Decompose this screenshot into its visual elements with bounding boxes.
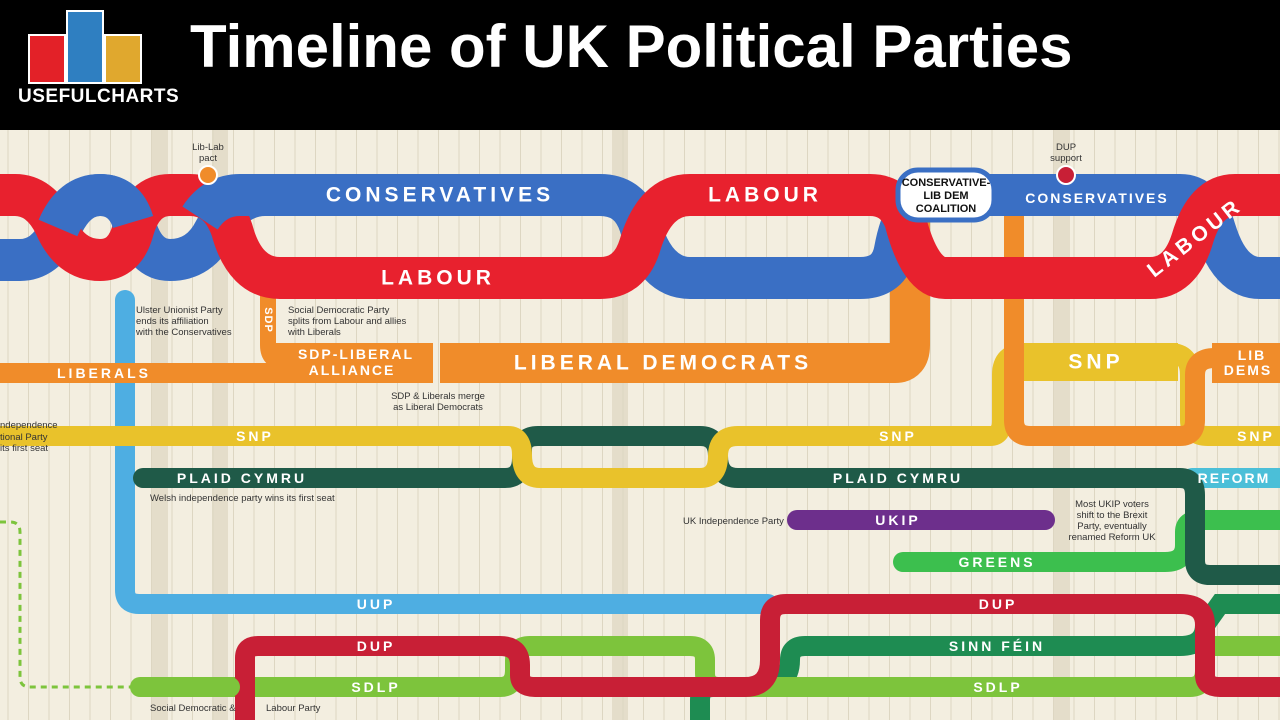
snp-seat-note-3: its first seat [0,443,48,454]
dup-support-note-2: support [1050,153,1082,164]
coalition-label-line3: COALITION [916,203,977,215]
snp-label-1: SNP [236,428,274,444]
reform-note-4: renamed Reform UK [1068,532,1156,543]
ukip-note: UK Independence Party [683,516,784,527]
lib-dems-short-label-1: LIB [1238,347,1267,363]
lib-dems-label: LIBERAL DEMOCRATS [514,352,812,375]
logo-text: USEFULCHARTS [18,86,180,107]
dup-line [235,594,1280,720]
lib-lab-pact-note-1: Lib-Lab [192,142,224,153]
logo-red-bar [28,34,66,84]
sdlp-label-1: SDLP [351,679,400,695]
reform-label: REFORM [1198,470,1271,486]
ulster-note-2: ends its affiliation [136,316,209,327]
grid-shade-1 [212,130,228,720]
party-timeline-diagram: CONSERVATIVE- LIB DEM COALITION CONSERVA… [0,130,1280,720]
plaid-cymru-label-2: PLAID CYMRU [833,470,963,486]
conservative-overlap-b [182,174,300,231]
uup-line [115,290,778,614]
plaid-cymru-label-1: PLAID CYMRU [177,470,307,486]
snp-seat-note-1: ndependence [0,420,58,431]
welsh-note: Welsh independence party wins its first … [150,493,335,504]
dup-label-1: DUP [357,638,396,654]
snp-label-2: SNP [879,428,917,444]
labour-band [0,174,1280,299]
conservatives-label-1: CONSERVATIVES [326,184,554,207]
dup-support-dot [1056,165,1076,185]
conservative-overlap-a [38,173,154,238]
lib-dems-to-snp-line [1004,210,1280,446]
sdlp-note-2: Labour Party [266,703,321,714]
page-title: Timeline of UK Political Parties [190,13,1073,80]
reform-note-2: shift to the Brexit [1077,510,1148,521]
lib-lab-pact-note-2: pact [199,153,217,164]
coalition-label-line1: CONSERVATIVE- [902,177,991,189]
ulster-note-1: Ulster Unionist Party [136,305,223,316]
merge-note-1: SDP & Liberals merge [391,391,485,402]
liberals-label: LIBERALS [57,365,151,381]
sdp-label: SDP [262,307,274,333]
ukip-label: UKIP [875,512,920,528]
dup-support-note-1: DUP [1056,142,1076,153]
merge-note-2: as Liberal Democrats [393,402,483,413]
conservatives-label-2: CONSERVATIVES [1025,190,1168,206]
header-bar: USEFULCHARTS Timeline of UK Political Pa… [0,0,1280,130]
snp-seat-note-2: tional Party [0,432,48,443]
usefulcharts-logo: USEFULCHARTS [18,10,180,114]
ulster-note-3: with the Conservatives [135,327,232,338]
reform-note-1: Most UKIP voters [1075,499,1149,510]
coalition-label-line2: LIB DEM [923,190,968,202]
sdp-alliance-label-1: SDP-LIBERAL [298,346,414,362]
sdlp-label-2: SDLP [973,679,1022,695]
sdlp-note-1: Social Democratic & [150,703,236,714]
sdp-split-note-3: with Liberals [287,327,341,338]
logo-yellow-bar [104,34,142,84]
sdp-split-note-2: splits from Labour and allies [288,316,407,327]
lib-lab-pact-dot [198,165,218,185]
sinn-fein-label: SINN FÉIN [949,638,1045,654]
ni-dashed-connector [0,520,136,689]
reform-note-3: Party, eventually [1077,521,1147,532]
dup-label-2: DUP [979,596,1018,612]
grid-shade-3 [1054,130,1070,720]
uup-label: UUP [357,596,396,612]
snp-big-label: SNP [1068,351,1123,374]
labour-label-1: LABOUR [381,267,495,290]
lib-dems-short-label-2: DEMS [1224,362,1272,378]
lib-dems-band [440,220,930,383]
snp-label-3: SNP [1237,428,1275,444]
sdp-alliance-label-2: ALLIANCE [309,362,396,378]
sdp-split-note-1: Social Democratic Party [288,305,390,316]
greens-label: GREENS [958,554,1035,570]
logo-blue-bar [66,10,104,84]
coalition-box [895,167,997,223]
labour-label-2: LABOUR [708,184,822,207]
